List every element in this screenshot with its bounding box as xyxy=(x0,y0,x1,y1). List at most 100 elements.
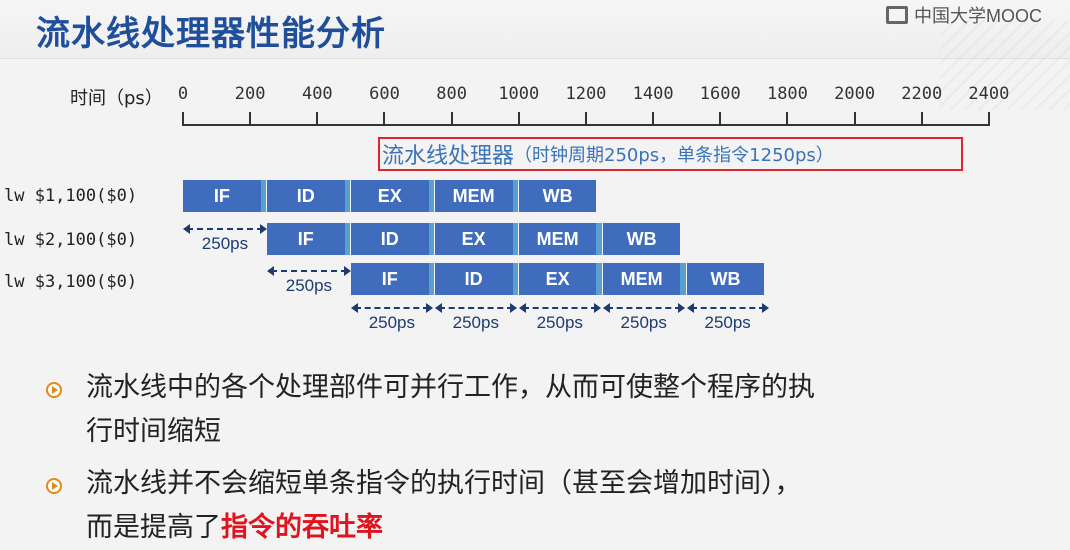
tick-mark xyxy=(786,112,789,126)
bullet-icon xyxy=(46,478,62,494)
instruction-label: lw $3,100($0) xyxy=(4,272,138,292)
tick-label: 1400 xyxy=(632,84,674,104)
pipeline-register xyxy=(344,223,350,255)
bullet-2-line-2: 而是提高了指令的吞吐率 xyxy=(86,506,802,550)
arrow-left-icon xyxy=(266,266,274,276)
tick-mark xyxy=(652,112,655,126)
arrow-left-icon xyxy=(183,224,190,234)
bullet-icon xyxy=(46,382,62,398)
stage-id: ID xyxy=(266,180,345,212)
arrow-right-icon xyxy=(425,303,433,313)
tick-mark xyxy=(920,112,923,126)
stage-if: IF xyxy=(350,263,429,295)
tick-mark xyxy=(988,112,990,126)
tick-mark xyxy=(517,112,520,126)
slide-header: 流水线处理器性能分析 中国大学MOOC xyxy=(0,0,1070,59)
bullet-1-line-2: 行时间缩短 xyxy=(86,416,221,447)
pipeline-register xyxy=(344,180,350,212)
bullet-2: 流水线并不会缩短单条指令的执行时间（甚至会增加时间）， 而是提高了指令的吞吐率 xyxy=(86,462,802,550)
time-axis-line xyxy=(182,124,990,126)
arrow-line xyxy=(690,307,765,309)
slide-title: 流水线处理器性能分析 xyxy=(36,14,386,54)
duration-arrow xyxy=(183,224,267,234)
duration-arrow xyxy=(350,303,433,313)
arrow-right-icon xyxy=(509,303,517,313)
tick-mark xyxy=(249,112,252,126)
duration-arrow xyxy=(434,303,517,313)
pipeline-register xyxy=(596,263,602,295)
tick-mark xyxy=(182,112,184,126)
tick-label: 1800 xyxy=(766,84,808,104)
stage-ex: EX xyxy=(518,263,597,295)
duration-dimension: 250ps xyxy=(434,303,517,333)
bullet-2-line-2-prefix: 而是提高了 xyxy=(86,512,221,543)
duration-label: 250ps xyxy=(620,313,667,332)
pipeline-register xyxy=(260,180,266,212)
instruction-label: lw $1,100($0) xyxy=(4,186,138,206)
arrow-line xyxy=(187,228,263,230)
tick-label: 2200 xyxy=(901,84,943,104)
pipeline-register xyxy=(512,223,518,255)
stage-id: ID xyxy=(434,263,513,295)
arrow-left-icon xyxy=(602,303,610,313)
arrow-line xyxy=(606,307,681,309)
tick-mark xyxy=(853,112,856,126)
bullet-2-line-1: 流水线并不会缩短单条指令的执行时间（甚至会增加时间）， xyxy=(86,468,802,499)
arrow-right-icon xyxy=(343,266,351,276)
arrow-right-icon xyxy=(259,224,267,234)
duration-dimension: 250ps xyxy=(518,303,601,333)
arrow-right-icon xyxy=(761,303,769,313)
stage-if: IF xyxy=(266,223,345,255)
tick-mark xyxy=(450,112,453,126)
callout-main-text: 流水线处理器 xyxy=(382,144,515,169)
pipeline-register xyxy=(680,263,686,295)
arrow-left-icon xyxy=(350,303,358,313)
corner-decoration xyxy=(940,20,1070,110)
tick-label: 1600 xyxy=(699,84,741,104)
bullet-1-line-1: 流水线中的各个处理部件可并行工作，从而可使整个程序的执 xyxy=(86,372,815,403)
pipeline-register xyxy=(596,223,602,255)
duration-dimension: 250ps xyxy=(602,303,685,333)
stage-ex: EX xyxy=(434,223,513,255)
duration-dimension: 250ps xyxy=(350,303,433,333)
pipeline-register xyxy=(512,180,518,212)
arrow-right-icon xyxy=(677,303,685,313)
throughput-highlight: 指令的吞吐率 xyxy=(221,512,383,543)
arrow-line xyxy=(522,307,597,309)
tick-label: 2400 xyxy=(968,84,1010,104)
tick-label: 800 xyxy=(436,84,467,104)
instruction-label: lw $2,100($0) xyxy=(4,230,138,250)
tick-mark xyxy=(383,112,386,126)
tick-label: 200 xyxy=(234,84,266,104)
tick-mark xyxy=(584,112,587,126)
tick-label: 1200 xyxy=(565,84,607,104)
duration-arrow xyxy=(518,303,601,313)
tick-mark xyxy=(719,112,722,126)
stage-wb: WB xyxy=(602,223,681,255)
pipeline-register xyxy=(428,180,434,212)
duration-label: 250ps xyxy=(704,313,751,332)
stage-mem: MEM xyxy=(518,223,597,255)
bullet-1: 流水线中的各个处理部件可并行工作，从而可使整个程序的执 行时间缩短 xyxy=(86,366,815,454)
duration-arrow xyxy=(266,266,351,276)
tick-label: 1000 xyxy=(498,84,540,104)
mooc-logo-text: 中国大学MOOC xyxy=(914,6,1042,26)
duration-label: 250ps xyxy=(285,276,333,295)
stage-mem: MEM xyxy=(602,263,681,295)
duration-label: 250ps xyxy=(452,313,499,332)
stage-mem: MEM xyxy=(434,180,513,212)
tick-label: 600 xyxy=(369,84,400,104)
arrow-line xyxy=(354,307,429,309)
arrow-left-icon xyxy=(434,303,442,313)
arrow-line xyxy=(270,270,347,272)
stage-id: ID xyxy=(350,223,429,255)
stage-ex: EX xyxy=(350,180,429,212)
arrow-left-icon xyxy=(518,303,526,313)
duration-dimension: 250ps xyxy=(183,224,267,254)
mooc-logo-icon xyxy=(886,6,908,24)
duration-arrow xyxy=(602,303,685,313)
pipeline-register xyxy=(428,223,434,255)
tick-label: 400 xyxy=(301,84,333,104)
duration-arrow xyxy=(686,303,769,313)
arrow-right-icon xyxy=(593,303,601,313)
